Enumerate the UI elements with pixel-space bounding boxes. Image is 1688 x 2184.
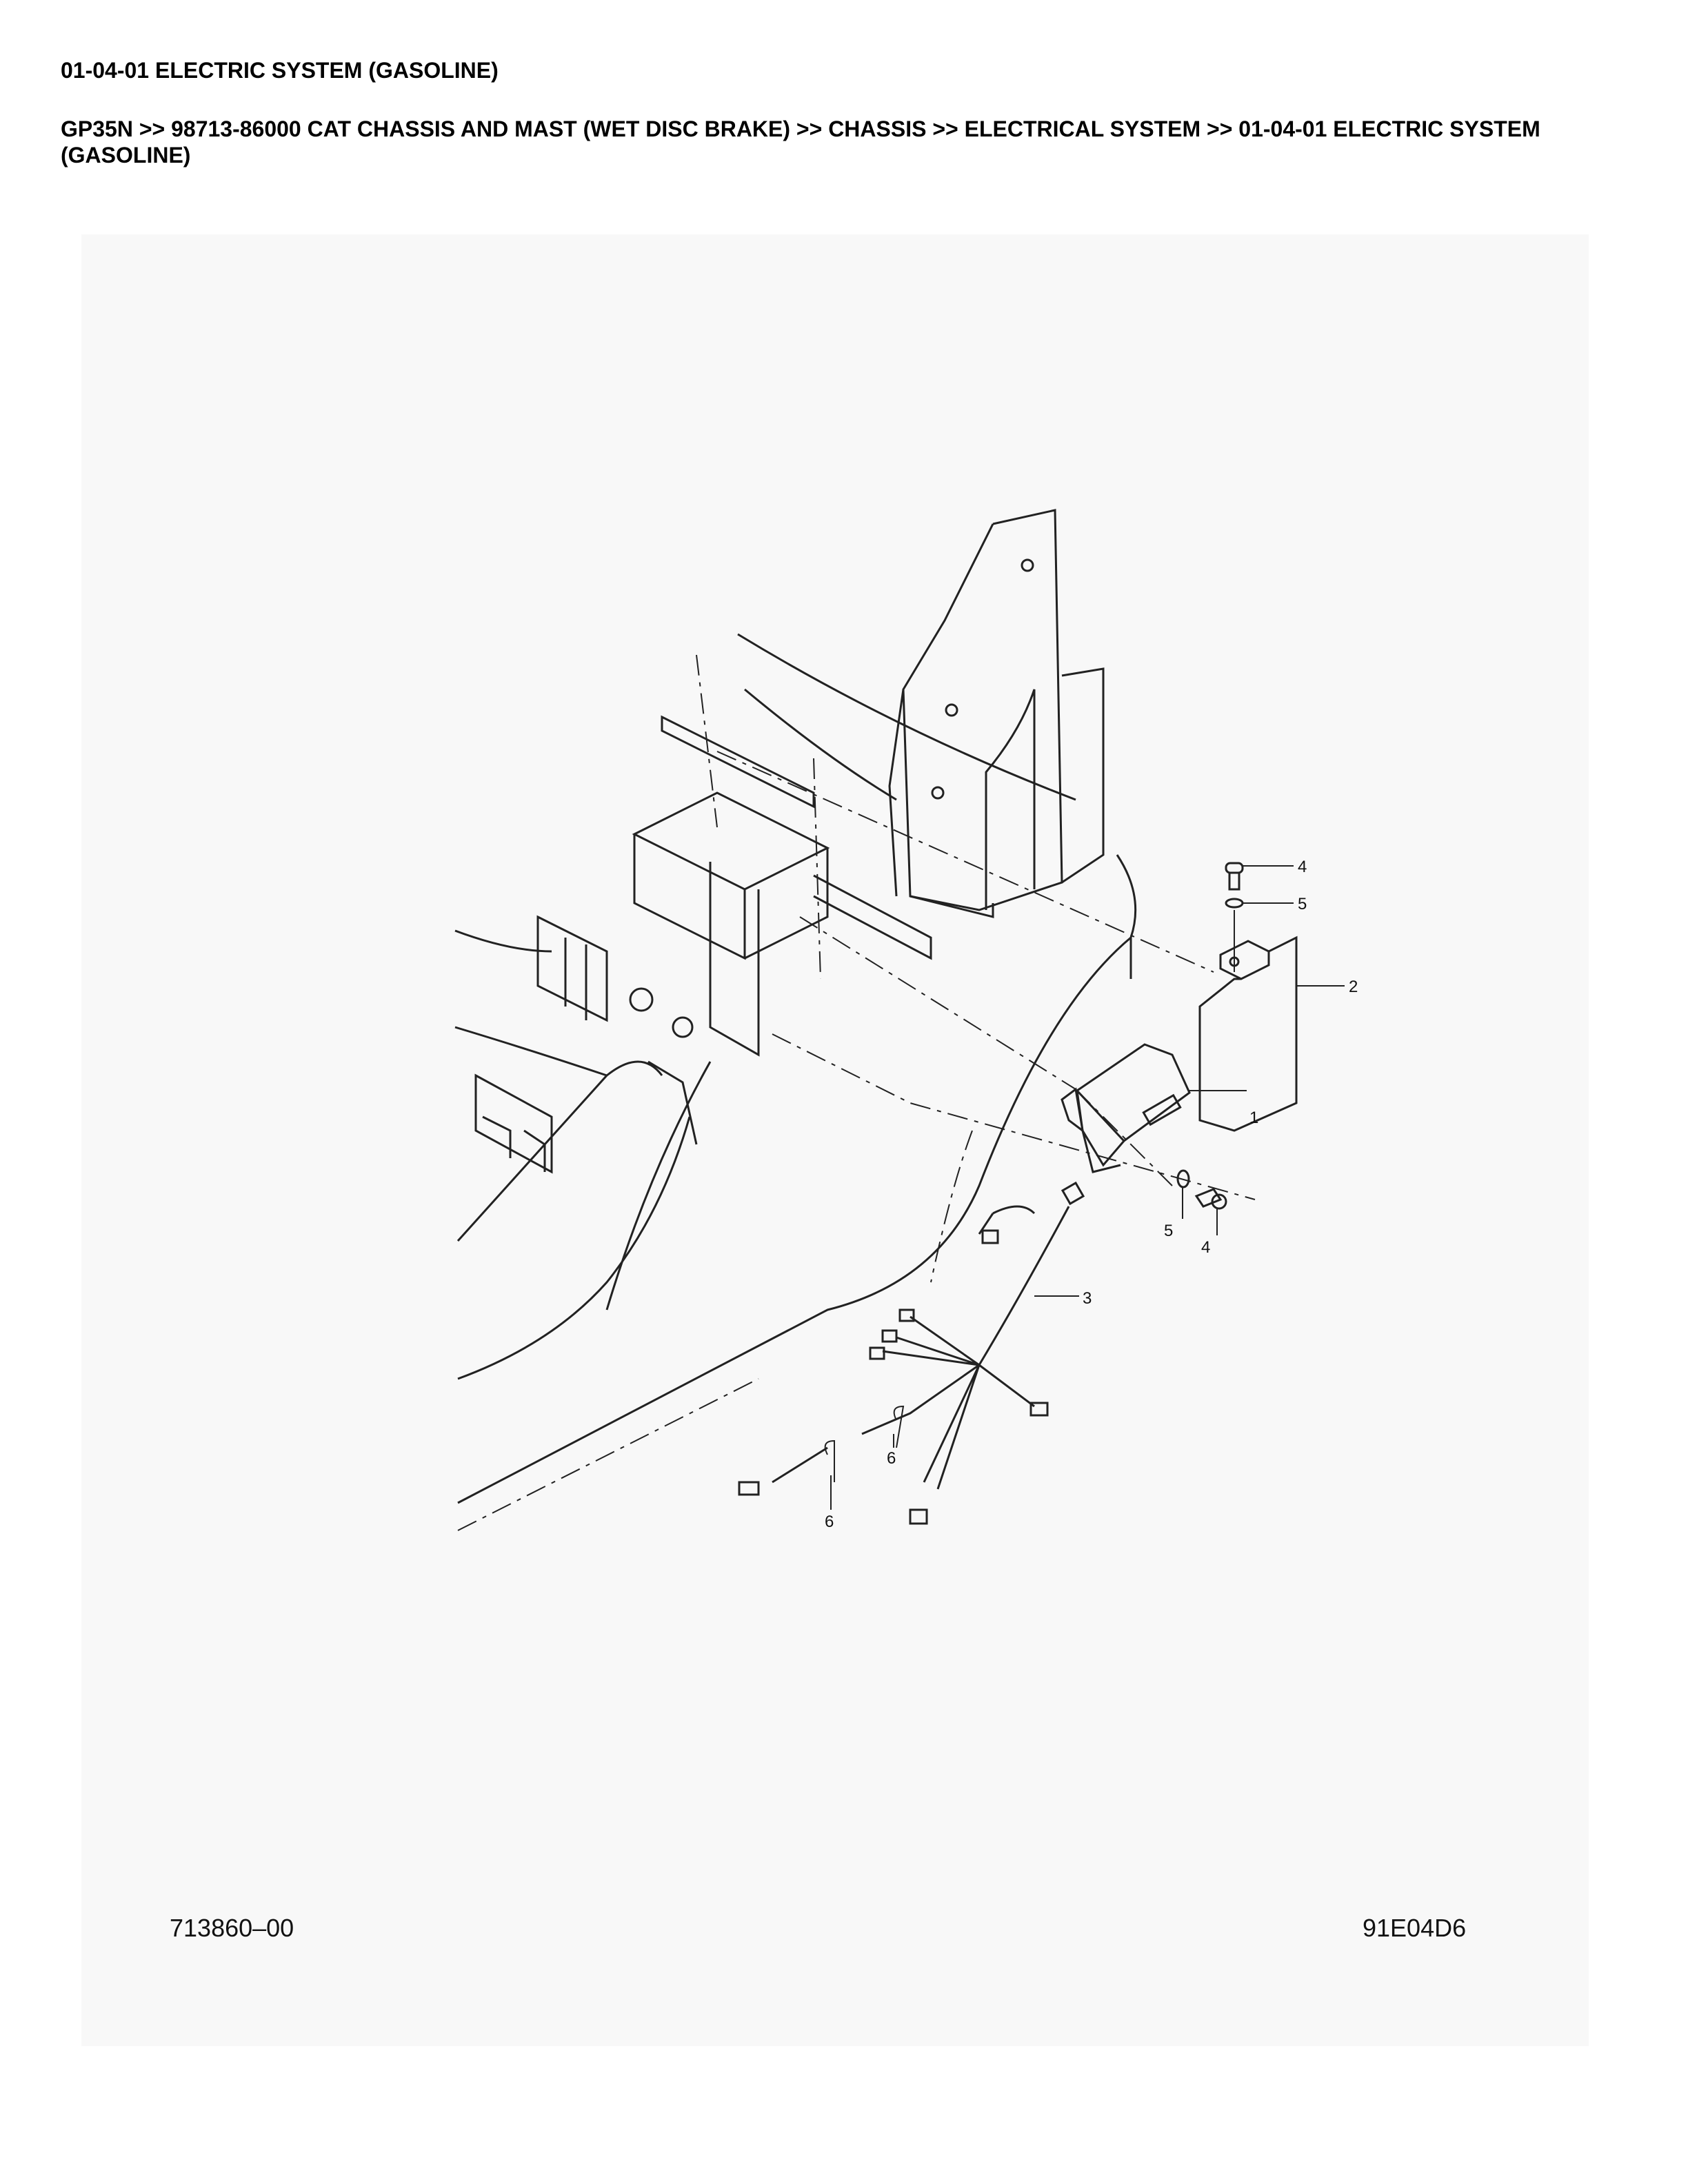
callout-6-lower[interactable]: 6: [825, 1513, 834, 1531]
drawing-number: 713860–00: [170, 1914, 294, 1942]
callout-4-top[interactable]: 4: [1298, 858, 1307, 876]
callout-5-bottom[interactable]: 5: [1164, 1222, 1174, 1240]
figure-code: 91E04D6: [1363, 1914, 1467, 1942]
mast: [888, 509, 1105, 918]
bracket-part-2: [1198, 910, 1298, 1132]
page-title: 01-04-01 ELECTRIC SYSTEM (GASOLINE): [61, 58, 499, 83]
diagram-panel: [81, 234, 1589, 2046]
chassis-outline: [454, 633, 1137, 1504]
callout-1[interactable]: 1: [1249, 1109, 1259, 1127]
callout-5-top[interactable]: 5: [1298, 895, 1307, 913]
callout-3[interactable]: 3: [1083, 1289, 1092, 1308]
callout-2[interactable]: 2: [1349, 978, 1358, 996]
bolt-part-4-bottom: [1194, 1188, 1227, 1210]
harness-part-3: [738, 1181, 1085, 1525]
callout-6-upper[interactable]: 6: [887, 1449, 896, 1468]
ecu-part-1: [1061, 1043, 1191, 1173]
breadcrumb[interactable]: GP35N >> 98713-86000 CAT CHASSIS AND MAS…: [61, 117, 1540, 168]
callout-4-bottom[interactable]: 4: [1201, 1238, 1211, 1257]
bolt-part-4-top: [1225, 862, 1244, 891]
washer-part-5-top: [1225, 898, 1244, 909]
